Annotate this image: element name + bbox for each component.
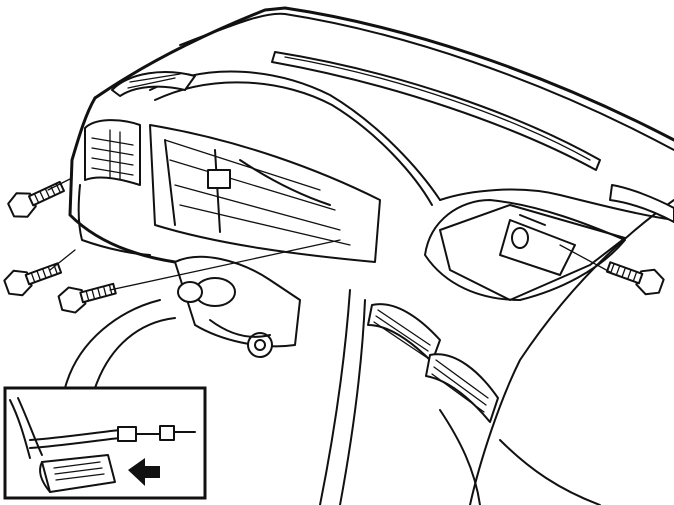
left-side-vent xyxy=(77,119,151,256)
switch-assembly xyxy=(174,255,301,358)
corner-vent xyxy=(111,71,196,97)
arrow-icon xyxy=(128,458,160,486)
bolt-icon xyxy=(605,261,665,296)
bolt-icon xyxy=(3,262,63,297)
right-far-vent xyxy=(609,184,674,223)
inset-detail-box xyxy=(3,386,207,500)
leader-lines xyxy=(47,177,611,389)
defroster-strip xyxy=(271,51,601,171)
center-console xyxy=(319,289,601,505)
bolt-icon xyxy=(57,282,117,314)
glovebox-opening xyxy=(149,124,381,263)
bolt-icon xyxy=(7,180,65,218)
obd-connector-icon xyxy=(39,454,116,493)
center-vent-upper xyxy=(367,303,441,363)
center-vent-lower xyxy=(425,353,499,423)
right-side-panel xyxy=(424,199,626,301)
